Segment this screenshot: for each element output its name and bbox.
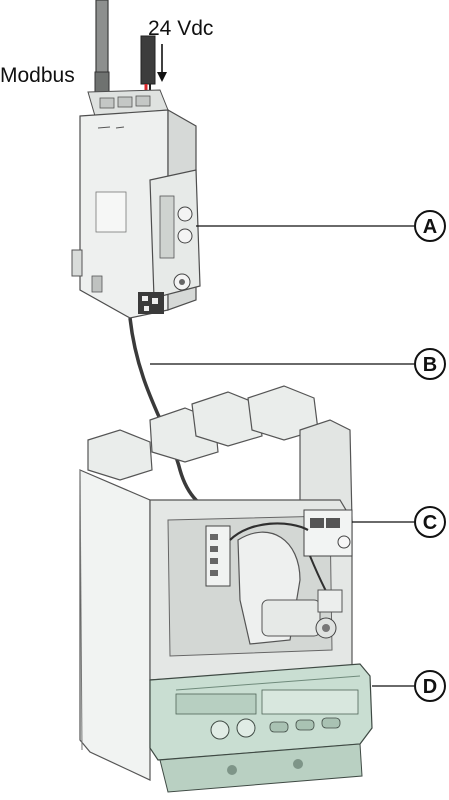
circuit-breaker: [79, 385, 353, 781]
modbus-cable: [94, 0, 110, 93]
communication-module: [71, 89, 201, 319]
callout-d-letter: D: [423, 676, 437, 698]
callout-d: D: [414, 670, 446, 702]
callout-b: B: [414, 348, 446, 380]
modbus-label: Modbus: [0, 64, 75, 87]
arrow-down-icon: [157, 44, 167, 82]
trip-unit: [149, 663, 373, 793]
callout-c: C: [414, 506, 446, 538]
callout-a-letter: A: [423, 216, 437, 238]
callout-a: A: [414, 210, 446, 242]
callout-b-letter: B: [423, 354, 437, 376]
power-label: 24 Vdc: [148, 17, 213, 40]
callout-c-letter: C: [423, 512, 437, 534]
